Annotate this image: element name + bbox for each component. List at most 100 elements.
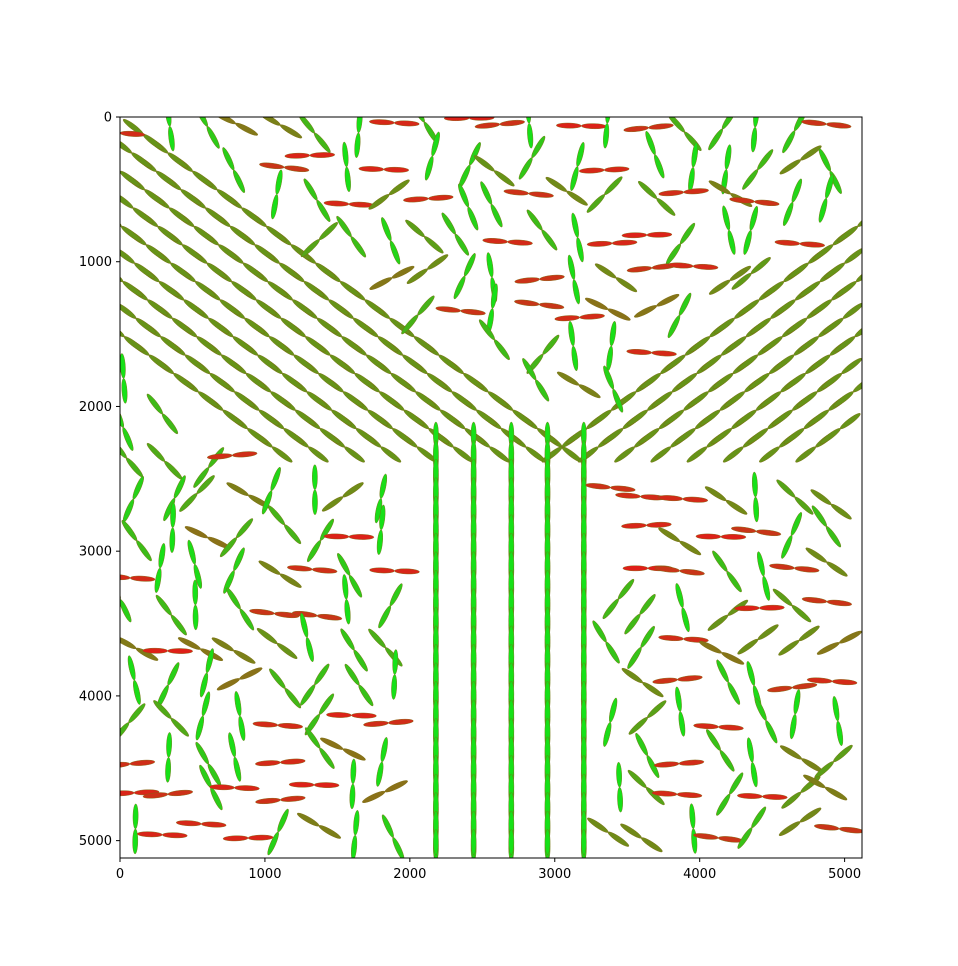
fiber-lobe: [468, 117, 495, 121]
fiber-lobe: [638, 428, 660, 445]
fiber-lobe: [342, 391, 364, 408]
fiber-lobe: [196, 336, 218, 353]
fiber-glyph: [187, 539, 202, 589]
fiber-lobe: [284, 152, 311, 159]
fiber-lobe: [568, 321, 575, 347]
fiber-glyph: [226, 587, 255, 631]
fiber-lobe: [167, 152, 189, 169]
fiber-lobe: [133, 679, 141, 705]
fiber-lobe: [167, 789, 193, 797]
fiber-lobe: [729, 772, 744, 795]
fiber-glyph: [789, 689, 801, 740]
fiber-glyph: [651, 790, 703, 798]
fiber-lobe: [171, 317, 193, 334]
fiber-glyph: [369, 567, 420, 575]
fiber-lobe: [785, 373, 806, 390]
fiber-lobe: [311, 567, 338, 574]
fiber-lobe: [615, 277, 638, 293]
fiber-lobe: [566, 190, 588, 206]
fiber-lobe: [708, 279, 731, 295]
fiber-lobe: [675, 686, 682, 712]
fiber-lobe: [605, 117, 612, 124]
fiber-glyph: [424, 131, 440, 181]
fiber-lobe: [213, 117, 236, 125]
fiber-lobe: [476, 409, 497, 426]
fiber-lobe: [219, 299, 241, 316]
fiber-lobe: [487, 391, 509, 408]
fiber-lobe: [170, 614, 187, 636]
fiber-lobe: [753, 117, 760, 128]
fiber-lobe: [267, 831, 279, 856]
fiber-glyph: [405, 219, 444, 254]
fiber-lobe: [166, 732, 172, 758]
y-tick-label: 5000: [79, 834, 112, 849]
fiber-lobe: [120, 790, 135, 797]
fiber-glyph: [458, 142, 481, 189]
fiber-glyph: [258, 560, 302, 588]
fiber-glyph: [120, 574, 156, 582]
fiber-glyph: [658, 635, 709, 643]
fiber-lobe: [146, 442, 165, 462]
fiber-lobe: [433, 829, 439, 855]
fiber-lobe: [623, 125, 649, 133]
fiber-lobe: [120, 438, 127, 459]
fiber-lobe: [463, 373, 484, 390]
fiber-glyph: [349, 758, 357, 810]
fiber-lobe: [195, 281, 216, 298]
fiber-lobe: [435, 306, 461, 313]
fiber-glyph: [320, 737, 366, 761]
fiber-lobe: [353, 649, 368, 672]
fiber-lobe: [168, 207, 190, 224]
fiber-lobe: [169, 527, 176, 553]
fiber-glyph: [228, 732, 242, 782]
fiber-glyph: [194, 117, 220, 149]
fiber-lobe: [838, 826, 862, 834]
fiber-glyph: [296, 812, 342, 839]
fiber-lobe: [344, 663, 360, 686]
fiber-lobe: [576, 237, 584, 263]
fiber-lobe: [164, 117, 172, 127]
fiber-lobe: [120, 192, 134, 209]
fiber-glyph: [615, 492, 666, 501]
fiber-lobe: [353, 810, 360, 836]
fiber-lobe: [725, 336, 747, 353]
fiber-lobe: [737, 793, 763, 799]
fiber-lobe: [120, 247, 135, 264]
fiber-lobe: [852, 376, 862, 393]
fiber-glyph: [716, 772, 744, 816]
fiber-lobe: [512, 409, 533, 426]
fiber-lobe: [688, 391, 709, 408]
fiber-lobe: [607, 831, 630, 847]
fiber-lobe: [799, 241, 825, 248]
fiber-lobe: [844, 247, 862, 264]
fiber-lobe: [782, 202, 794, 226]
fiber-lobe: [155, 170, 177, 187]
fiber-glyph: [778, 807, 822, 836]
fiber-lobe: [610, 485, 636, 492]
fiber-lobe: [239, 667, 263, 680]
fiber-lobe: [839, 630, 862, 644]
fiber-lobe: [818, 198, 828, 223]
fiber-lobe: [155, 594, 172, 616]
fiber-lobe: [576, 142, 585, 167]
fiber-glyph: [358, 166, 409, 173]
fiber-glyph: [303, 178, 331, 222]
fiber-glyph: [586, 176, 623, 213]
fiber-glyph: [556, 122, 607, 129]
fiber-lobe: [706, 729, 721, 751]
fiber-glyph: [121, 520, 152, 562]
fiber-lobe: [821, 373, 843, 390]
fiber-lobe: [811, 299, 832, 316]
fiber-lobe: [318, 825, 342, 839]
fiber-glyph: [806, 677, 858, 686]
fiber-lobe: [235, 122, 258, 136]
fiber-lobe: [180, 189, 202, 206]
fiber-glyph: [779, 745, 824, 773]
fiber-lobe: [270, 391, 291, 408]
fiber-glyph: [805, 547, 848, 577]
fiber-lobe: [255, 299, 277, 316]
fiber-lobe: [231, 451, 258, 458]
fiber-lobe: [234, 691, 242, 717]
fiber-lobe: [460, 309, 486, 316]
fiber-glyph: [567, 254, 580, 305]
